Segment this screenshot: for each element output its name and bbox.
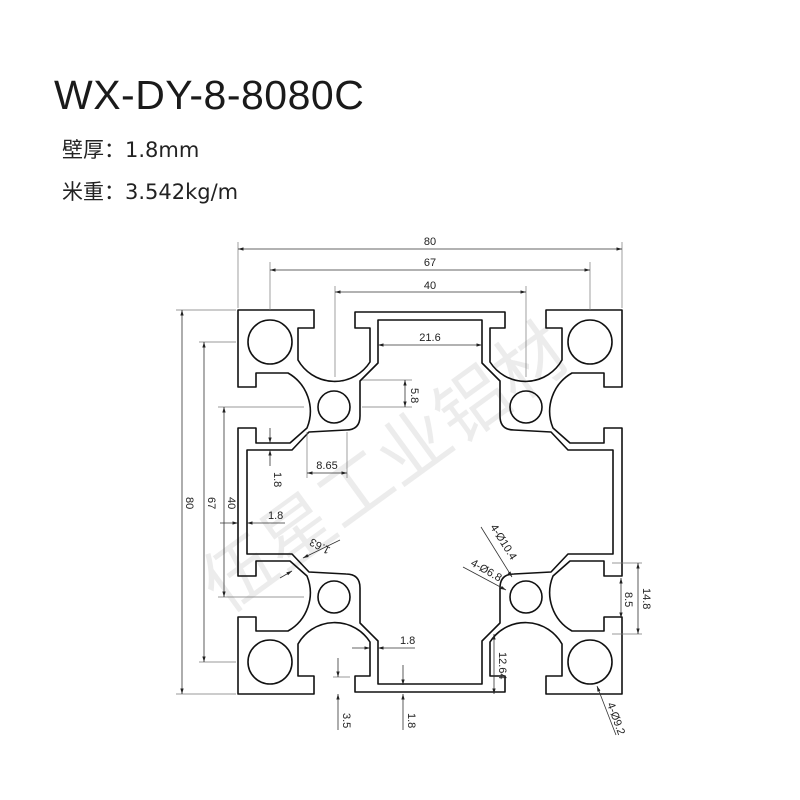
dim-wall-top-1-8: 1.8 (268, 428, 283, 487)
boss-hole (317, 390, 351, 424)
svg-text:80: 80 (424, 236, 436, 248)
dim-bottom-wall-1-8: 1.8 (401, 665, 417, 730)
corner-hole (247, 319, 293, 365)
dim-slot-14-8: 14.8 (612, 562, 652, 635)
svg-text:5.8: 5.8 (408, 388, 420, 403)
dim-height-40: 40 (218, 406, 304, 598)
dim-boss-5-8: 5.8 (362, 379, 420, 408)
dim-lip-3-5: 3.5 (333, 658, 352, 730)
inner-cavity-outline (246, 319, 430, 502)
svg-text:4-Ø6.8: 4-Ø6.8 (469, 557, 504, 584)
svg-text:1.8: 1.8 (268, 510, 283, 522)
svg-text:1.8: 1.8 (400, 635, 415, 647)
svg-text:80: 80 (183, 497, 195, 509)
svg-text:8.5: 8.5 (622, 592, 634, 607)
svg-text:21.6: 21.6 (419, 332, 440, 344)
svg-text:3.5: 3.5 (340, 713, 352, 728)
svg-text:40: 40 (225, 497, 237, 509)
dim-channel-depth-12-64: 12.64 (492, 634, 508, 694)
profile-quadrant (237, 309, 430, 502)
dim-slot-8-5: 8.5 (619, 578, 634, 618)
profile-title: WX-DY-8-8080C (54, 72, 365, 118)
outer-outline (237, 309, 430, 502)
dim-channel-wall-1-8: 1.8 (352, 635, 415, 650)
dim-boss-8-65: 8.65 (306, 432, 348, 478)
dim-width-80: 80 (237, 236, 623, 308)
dim-width-40: 40 (334, 280, 527, 377)
svg-text:4-Ø10.4: 4-Ø10.4 (487, 522, 518, 562)
wall-thickness-spec: 壁厚：1.8mm (62, 138, 200, 162)
svg-text:4-Ø9.2: 4-Ø9.2 (604, 701, 627, 737)
svg-text:14.8: 14.8 (640, 588, 652, 609)
svg-text:12.64: 12.64 (496, 652, 508, 680)
dim-wall-left-1-8: 1.8 (220, 510, 285, 525)
svg-text:67: 67 (424, 257, 436, 269)
dim-slot-21-6: 21.6 (378, 332, 482, 347)
dim-height-67: 67 (199, 341, 236, 663)
profile-quadrant-br (429, 501, 623, 695)
dim-width-67: 67 (269, 257, 591, 310)
svg-text:67: 67 (205, 497, 217, 509)
svg-text:40: 40 (424, 280, 436, 292)
svg-text:1.8: 1.8 (271, 472, 283, 487)
svg-text:1.8: 1.8 (405, 713, 417, 728)
svg-text:8.65: 8.65 (316, 460, 337, 472)
dim-height-80: 80 (176, 309, 236, 695)
weight-spec: 米重：3.542kg/m (62, 180, 239, 204)
